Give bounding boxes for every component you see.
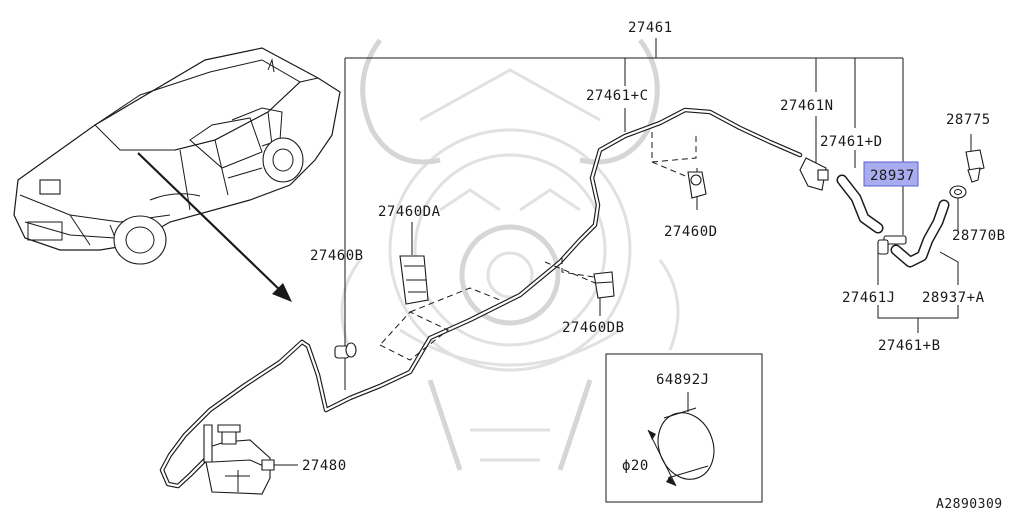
label-28775[interactable]: 28775 <box>946 112 991 128</box>
label-27461d[interactable]: 27461+D <box>820 134 883 150</box>
label-27461c[interactable]: 27461+C <box>586 88 649 104</box>
hose-27461d <box>836 174 884 234</box>
detail-inset <box>605 353 763 503</box>
washer-tube <box>159 107 803 489</box>
car-illustration <box>13 47 341 265</box>
label-27460d[interactable]: 27460D <box>664 224 718 240</box>
label-27461n[interactable]: 27461N <box>780 98 834 114</box>
grommet-28770b <box>949 185 967 199</box>
direction-arrow <box>137 152 292 302</box>
clip-projection-lines <box>344 132 697 388</box>
label-27460b[interactable]: 27460B <box>310 248 364 264</box>
highlight-28937 <box>863 161 919 187</box>
check-valve-27461n <box>799 157 829 191</box>
nozzle-28775 <box>965 149 985 183</box>
label-28937[interactable]: 28937 <box>870 168 915 184</box>
joint-27461j <box>877 235 907 255</box>
clip-27460da <box>399 255 429 305</box>
label-27460db[interactable]: 27460DB <box>562 320 625 336</box>
grommet-27460b <box>334 342 357 359</box>
label-27480[interactable]: 27480 <box>302 458 347 474</box>
label-28770b[interactable]: 28770B <box>952 228 1006 244</box>
hose-28937a <box>890 199 950 268</box>
label-27461j[interactable]: 27461J <box>842 290 896 306</box>
label-28937a[interactable]: 28937+A <box>922 290 985 306</box>
figure-code: A2890309 <box>936 497 1003 511</box>
watermark-emblem <box>340 38 680 471</box>
washer-tank <box>203 424 275 495</box>
leader-lines <box>272 38 972 466</box>
part-labels: 27461 27461+C 27461N 27461+D 28937 28775… <box>302 20 1006 511</box>
label-27461[interactable]: 27461 <box>628 20 673 36</box>
clip-27460db <box>593 271 615 299</box>
label-64892j[interactable]: 64892J <box>656 372 710 388</box>
label-27461b[interactable]: 27461+B <box>878 338 941 354</box>
label-diameter: ϕ20 <box>622 458 649 474</box>
clip-27460d <box>687 171 707 199</box>
label-27460da[interactable]: 27460DA <box>378 204 441 220</box>
